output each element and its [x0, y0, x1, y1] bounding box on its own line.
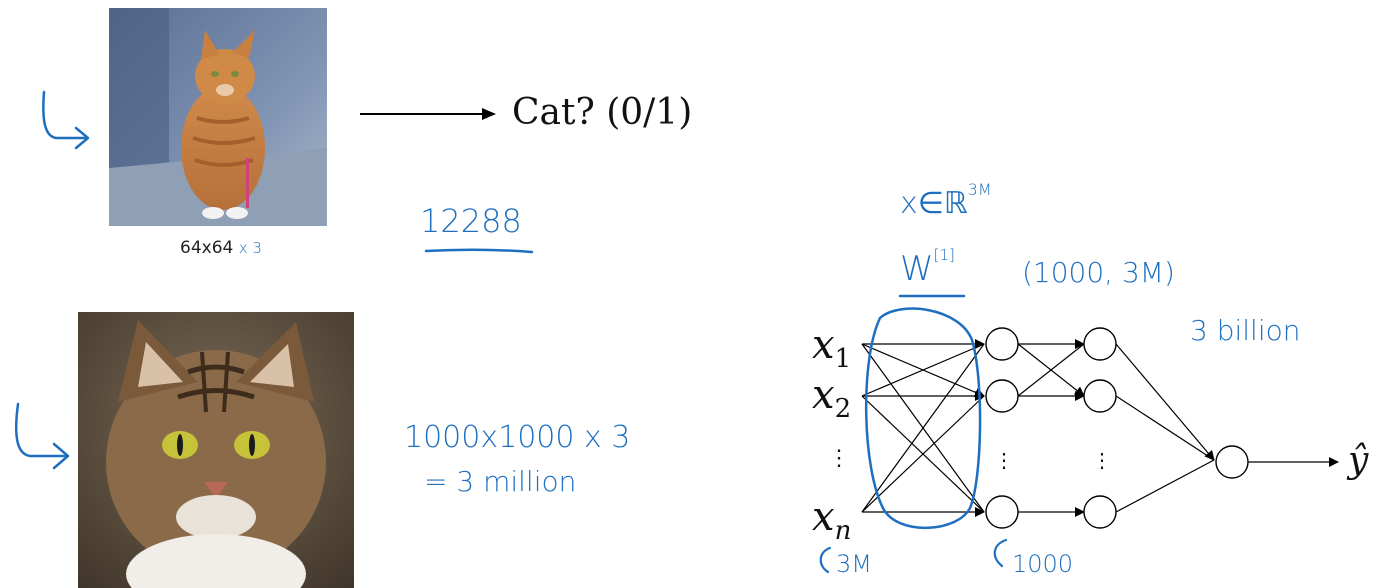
param-count: 3 billion: [1190, 314, 1301, 347]
small-cat-photo: [109, 8, 327, 226]
hidden1-node-n: [985, 495, 1019, 529]
large-cat-photo: [78, 312, 354, 588]
classification-arrow: [360, 108, 496, 120]
weight-shape: (1000, 3M): [1022, 256, 1175, 289]
weight-superscript: [1]: [933, 246, 955, 264]
output-yhat: ŷ: [1348, 440, 1369, 481]
hidden2-node-n: [1083, 495, 1117, 529]
channels-text: x 3: [238, 239, 262, 257]
hidden2-node-1: [1083, 327, 1117, 361]
edges-hidden1-to-hidden2: [1017, 339, 1085, 517]
input-x2: x2: [812, 372, 851, 424]
weight-underline: [898, 294, 966, 298]
input-x2-sub: 2: [834, 394, 852, 424]
hidden-size-hook: [993, 538, 1008, 568]
dims-text: 64x64: [180, 238, 234, 258]
edges-hidden2-to-output: [1115, 343, 1339, 513]
hidden-layer-1-nodes: [985, 327, 1019, 529]
input-space: x∈ℝ3M: [900, 180, 992, 221]
weight-label: W[1]: [900, 246, 955, 289]
input-x1: x1: [812, 322, 851, 374]
input-xn-sub: n: [834, 516, 852, 546]
hidden2-node-2: [1083, 379, 1117, 413]
input-space-exponent: 3M: [967, 180, 992, 199]
input-layer-loop: [864, 307, 982, 530]
hidden1-node-2: [985, 379, 1019, 413]
input-dots: ⋮: [828, 446, 850, 471]
input-x1-base: x: [812, 322, 835, 368]
hook-arrow-top: [42, 90, 90, 150]
feature-count-underline: [424, 248, 534, 254]
edges-input-to-hidden1: [861, 339, 985, 517]
input-x1-sub: 1: [834, 344, 852, 374]
input-size-hook: [819, 546, 832, 574]
output-label: Cat? (0/1): [512, 92, 693, 133]
weight-letter: W: [900, 249, 934, 289]
hidden1-node-1: [985, 327, 1019, 361]
feature-count: 12288: [420, 202, 522, 240]
hidden2-dots: ⋮: [1092, 448, 1112, 472]
small-cat-dims: 64x64 x 3: [180, 238, 262, 258]
hidden1-dots: ⋮: [994, 448, 1014, 472]
input-x2-base: x: [812, 372, 835, 418]
hook-arrow-bottom: [14, 402, 70, 470]
output-node: [1215, 445, 1249, 479]
hidden-layer-2-nodes: [1083, 327, 1117, 529]
input-size-note: 3M: [836, 550, 872, 578]
input-space-text: x∈ℝ: [900, 186, 968, 221]
hidden-size-note: 1000: [1012, 550, 1074, 578]
large-dims-result: = 3 million: [424, 465, 577, 498]
input-xn: xn: [812, 494, 851, 546]
large-dims: 1000x1000 x 3: [404, 420, 631, 455]
input-xn-base: x: [812, 494, 835, 540]
